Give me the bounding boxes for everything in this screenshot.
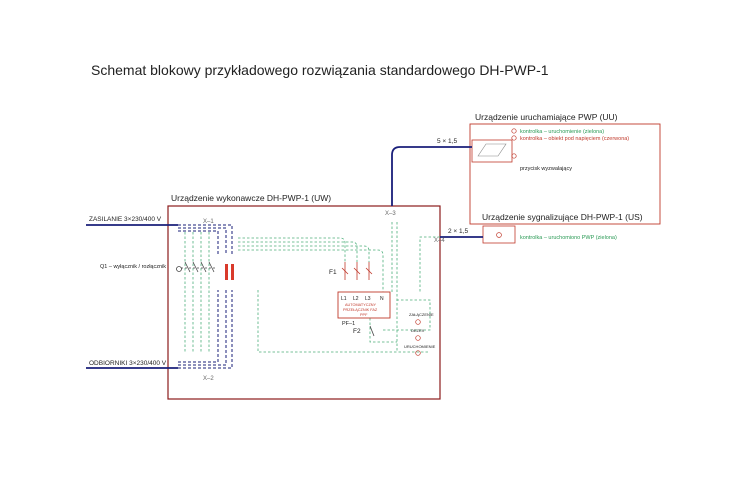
- us-label: Urządzenie sygnalizujące DH-PWP-1 (US): [482, 212, 643, 222]
- ppf-terminal-n: N: [380, 296, 384, 302]
- cable-us-label: 2 × 1,5: [448, 228, 468, 235]
- ppf-module: [337, 291, 391, 319]
- uu-device: [471, 139, 513, 163]
- connector-x2: X–2: [203, 376, 214, 382]
- connector-x1: X–1: [203, 219, 214, 225]
- supply-in-label: ZASILANIE 3×230/400 V: [89, 216, 162, 223]
- indicator-label-0: ZAŁĄCZENIE: [409, 312, 434, 317]
- uw-label: Urządzenie wykonawcze DH-PWP-1 (UW): [171, 193, 331, 203]
- uu-button: [511, 153, 517, 159]
- q1-switch: [176, 261, 215, 273]
- uu-device-mark: [477, 143, 507, 157]
- q1-label: Q1 – wyłącznik / rozłącznik: [100, 264, 166, 270]
- fuse-f1: [341, 262, 373, 280]
- cable-to-uu: [391, 146, 472, 206]
- supply-out-label: ODBIORNIKI 3×230/400 V: [89, 360, 167, 367]
- indicator-label-2: URUCHOMIENIE: [404, 344, 436, 349]
- q1-contacts-red: [225, 264, 234, 280]
- indicator-lamp-2: [415, 350, 421, 356]
- uu-frame: [469, 123, 661, 225]
- fuse-f1-label: F1: [329, 269, 337, 276]
- uu-red-lamp-label: kontrolka – obiekt pod napięciem (czerwo…: [520, 136, 629, 142]
- uu-green-lamp-label: kontrolka – uruchomienie (zielona): [520, 129, 604, 135]
- phase-wires: [178, 224, 233, 369]
- indicator-label-1: DEZEX: [411, 328, 425, 333]
- ppf-name-line2: PRZEŁĄCZNIK FAZ: [343, 308, 378, 312]
- ppf-name-line1: AUTOMATYCZNY: [345, 303, 377, 307]
- fuse-f2-label: F2: [353, 328, 361, 335]
- cable-uu-label: 5 × 1,5: [437, 138, 457, 145]
- fuse-f2: [369, 325, 375, 337]
- indicator-lamp-1: [415, 335, 421, 341]
- uu-green-lamp: [511, 128, 517, 134]
- ppf-terminal-l2: L2: [353, 296, 359, 302]
- connector-x3: X–3: [385, 211, 396, 217]
- ppf-tag: PF–1: [342, 321, 355, 327]
- us-green-lamp-label: kontrolka – uruchomiono PWP (zielona): [520, 235, 617, 241]
- uu-button-label: przycisk wyzwalający: [520, 166, 572, 172]
- ppf-terminal-l1: L1: [341, 296, 347, 302]
- us-device: [482, 225, 516, 244]
- indicator-lamp-0: [415, 319, 421, 325]
- internal-wiring: [184, 222, 440, 353]
- ppf-terminal-l3: L3: [365, 296, 371, 302]
- connector-x4: X–4: [434, 238, 445, 244]
- us-green-lamp: [496, 232, 502, 238]
- ppf-name-line3: PPF: [360, 313, 368, 317]
- uw-frame: [167, 205, 441, 400]
- diagram-title: Schemat blokowy przykładowego rozwiązani…: [91, 62, 549, 78]
- uu-label: Urządzenie uruchamiające PWP (UU): [475, 112, 618, 122]
- uu-red-lamp: [511, 135, 517, 141]
